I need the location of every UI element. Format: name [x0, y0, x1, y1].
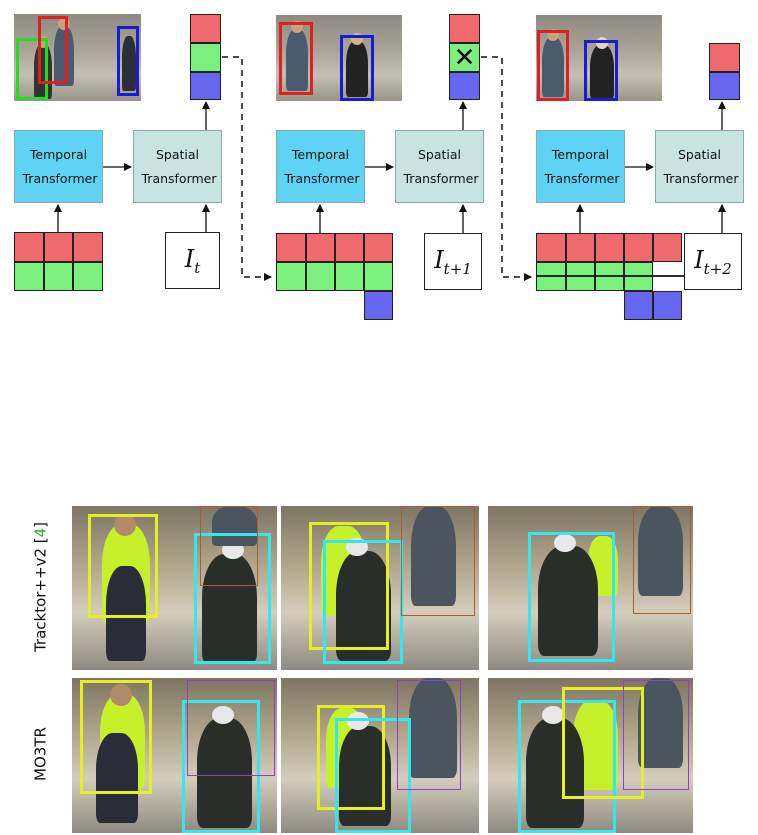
red-track-box	[38, 16, 68, 84]
track-embedding-cell	[566, 233, 595, 262]
image-input-box-t: It	[165, 232, 220, 289]
mo3tr-frame-3	[488, 678, 693, 833]
spatial-transformer-box: Spatial Transformer	[133, 130, 222, 203]
track-embedding-cell	[364, 262, 393, 291]
cyan-track-box	[323, 540, 403, 664]
temporal-transformer-label: Temporal Transformer	[22, 146, 98, 186]
track-embedding-cell	[306, 233, 335, 262]
track-embedding-cell	[364, 233, 393, 262]
output-token-removed: ✕	[449, 43, 480, 72]
green-track-box	[16, 38, 48, 100]
yellow-track-box	[562, 687, 644, 799]
track-embedding-cell	[276, 233, 306, 262]
tracktor-frame-3	[488, 506, 693, 670]
yellow-track-box	[80, 680, 152, 794]
cyan-track-box	[518, 700, 616, 833]
temporal-transformer-box: Temporal Transformer	[14, 130, 103, 203]
blue-track-box	[340, 35, 374, 101]
output-token-red	[709, 43, 740, 72]
spatial-transformer-label: Spatial Transformer	[141, 146, 217, 186]
mo3tr-frame-1	[72, 678, 277, 833]
spatial-transformer-box: Spatial Transformer	[395, 130, 484, 203]
track-embedding-cell	[536, 233, 566, 262]
blue-track-box	[584, 40, 618, 101]
removed-track-icon: ✕	[453, 43, 476, 73]
cyan-track-box	[194, 533, 271, 664]
track-box	[187, 680, 275, 776]
temporal-transformer-label: Temporal Transformer	[284, 146, 360, 186]
image-input-box-t1: It+1	[424, 233, 482, 290]
spatial-transformer-label: Spatial Transformer	[403, 146, 479, 186]
frame-photo-t	[14, 14, 141, 101]
spatial-transformer-box: Spatial Transformer	[655, 130, 744, 203]
image-input-label: It+2	[694, 245, 732, 278]
track-embedding-cell	[44, 232, 73, 262]
image-input-label: It	[184, 244, 201, 277]
track-box	[401, 506, 475, 616]
yellow-track-box	[317, 705, 385, 810]
tracktor-frame-2	[281, 506, 479, 670]
blue-track-box	[117, 26, 139, 96]
track-box	[200, 506, 258, 586]
track-embedding-cell	[276, 262, 306, 291]
temporal-transformer-label: Temporal Transformer	[544, 146, 620, 186]
track-box	[633, 506, 691, 614]
output-token-green	[190, 43, 221, 72]
cyan-track-box	[528, 532, 615, 662]
image-input-label: It+1	[434, 245, 472, 278]
cyan-track-box	[335, 718, 411, 833]
track-embedding-cell	[653, 291, 682, 320]
temporal-transformer-box: Temporal Transformer	[536, 130, 625, 203]
cyan-track-box	[182, 700, 260, 833]
track-embedding-cell	[335, 233, 364, 262]
row-label-mo3tr: MO3TR	[31, 727, 50, 781]
track-embedding-cell	[73, 232, 103, 262]
track-embedding-cell	[14, 232, 44, 262]
track-embedding-cell	[624, 291, 653, 320]
red-track-box	[537, 30, 569, 101]
track-embedding-cell	[73, 262, 103, 291]
output-token-blue	[709, 72, 740, 100]
track-box	[623, 680, 689, 790]
red-track-box	[279, 22, 313, 95]
yellow-track-box	[309, 522, 389, 650]
output-token-red	[449, 14, 480, 43]
track-embedding-cell	[14, 262, 44, 291]
citation-number: 4	[31, 527, 50, 538]
output-token-blue	[449, 72, 480, 100]
track-embedding-cell	[335, 262, 364, 291]
output-token-red	[190, 14, 221, 43]
track-embedding-cell	[624, 233, 653, 262]
temporal-transformer-box: Temporal Transformer	[276, 130, 365, 203]
track-embedding-cell	[653, 233, 682, 262]
track-embedding-cell	[44, 262, 73, 291]
mo3tr-frame-2	[281, 678, 479, 833]
track-embedding-cell	[364, 291, 393, 320]
dashed-feedback-arrow	[481, 56, 532, 281]
row-label-tracktor: Tracktor++v2 [4]	[31, 521, 50, 653]
spatial-transformer-label: Spatial Transformer	[663, 146, 739, 186]
diagram-arrows	[54, 56, 726, 281]
tracktor-frame-1	[72, 506, 277, 670]
output-token-blue	[190, 72, 221, 100]
image-input-box-t2: It+2	[684, 233, 742, 290]
frame-photo-t2	[536, 15, 662, 101]
track-embedding-cell	[595, 233, 624, 262]
dashed-feedback-arrow	[222, 56, 272, 281]
yellow-track-box	[88, 514, 158, 618]
frame-photo-t1	[276, 15, 402, 101]
track-embedding-cell	[306, 262, 335, 291]
track-box	[397, 680, 461, 790]
